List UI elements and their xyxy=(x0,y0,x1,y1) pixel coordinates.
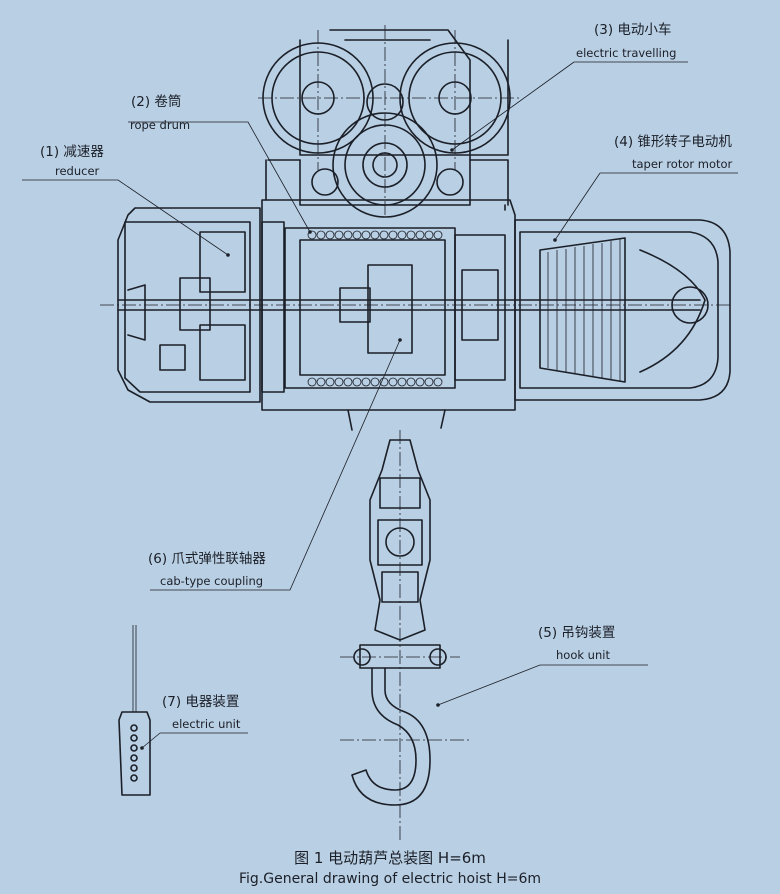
hook-unit-drawing xyxy=(340,430,470,840)
leader-lines xyxy=(22,61,738,750)
label-rope-drum-en: rope drum xyxy=(130,118,191,132)
pendant-drawing xyxy=(118,625,151,796)
label-taper-rotor-motor-en: taper rotor motor xyxy=(632,157,733,171)
figure-caption-en: Fig.General drawing of electric hoist H=… xyxy=(238,871,542,887)
label-reducer-cn: (1) 减速器 xyxy=(40,144,104,160)
label-electric-unit-cn: (7) 电器装置 xyxy=(162,694,240,710)
label-coupling-cn: (6) 爪式弹性联轴器 xyxy=(148,551,266,567)
label-hook-unit-cn: (5) 吊钩装置 xyxy=(538,625,616,641)
label-reducer-en: reducer xyxy=(55,164,100,178)
label-hook-unit-en: hook unit xyxy=(556,648,610,662)
label-coupling-en: cab-type coupling xyxy=(160,574,264,588)
label-electric-unit-en: electric unit xyxy=(172,717,241,731)
label-rope-drum-cn: (2) 卷筒 xyxy=(131,94,182,110)
figure-caption-cn: 图 1 电动葫芦总装图 H=6m xyxy=(294,849,486,867)
label-electric-travelling-en: electric travelling xyxy=(576,46,677,60)
label-electric-travelling-cn: (3) 电动小车 xyxy=(594,22,672,38)
rope-coils xyxy=(307,230,443,387)
label-taper-rotor-motor-cn: (4) 锥形转子电动机 xyxy=(614,134,732,150)
trolley-drawing xyxy=(258,25,520,218)
hoist-body-drawing xyxy=(100,199,731,431)
